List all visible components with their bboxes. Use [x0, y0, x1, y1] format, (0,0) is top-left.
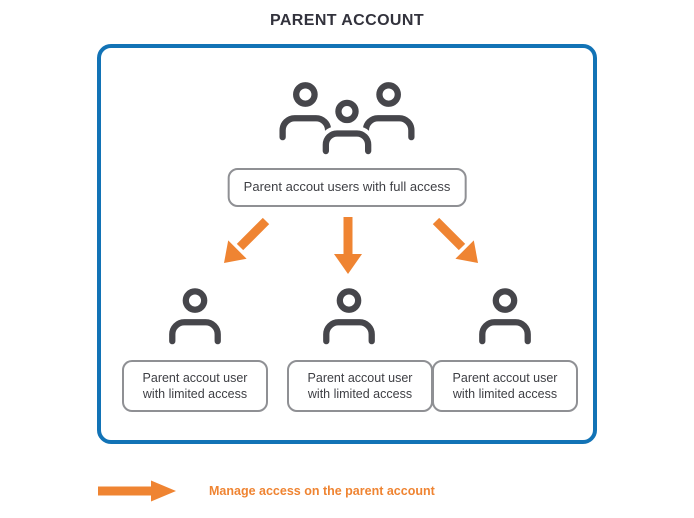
limited-access-label: Parent accout user with limited access — [122, 360, 268, 412]
arrow-down-icon — [330, 212, 366, 276]
user-icon — [320, 286, 378, 346]
full-access-label: Parent accout users with full access — [227, 168, 467, 207]
users-group-icon — [272, 80, 422, 171]
page-title: PARENT ACCOUNT — [269, 12, 425, 29]
arrow-down-left-icon — [216, 214, 274, 270]
user-icon — [166, 286, 224, 346]
legend-text: Manage access on the parent account — [209, 484, 435, 498]
legend: Manage access on the parent account — [95, 478, 435, 504]
limited-access-label: Parent accout user with limited access — [287, 360, 433, 412]
parent-account-box: Parent accout users with full access — [97, 44, 597, 444]
arrow-down-right-icon — [428, 214, 486, 270]
arrow-right-icon — [95, 478, 179, 504]
user-icon — [476, 286, 534, 346]
limited-access-label: Parent accout user with limited access — [432, 360, 578, 412]
